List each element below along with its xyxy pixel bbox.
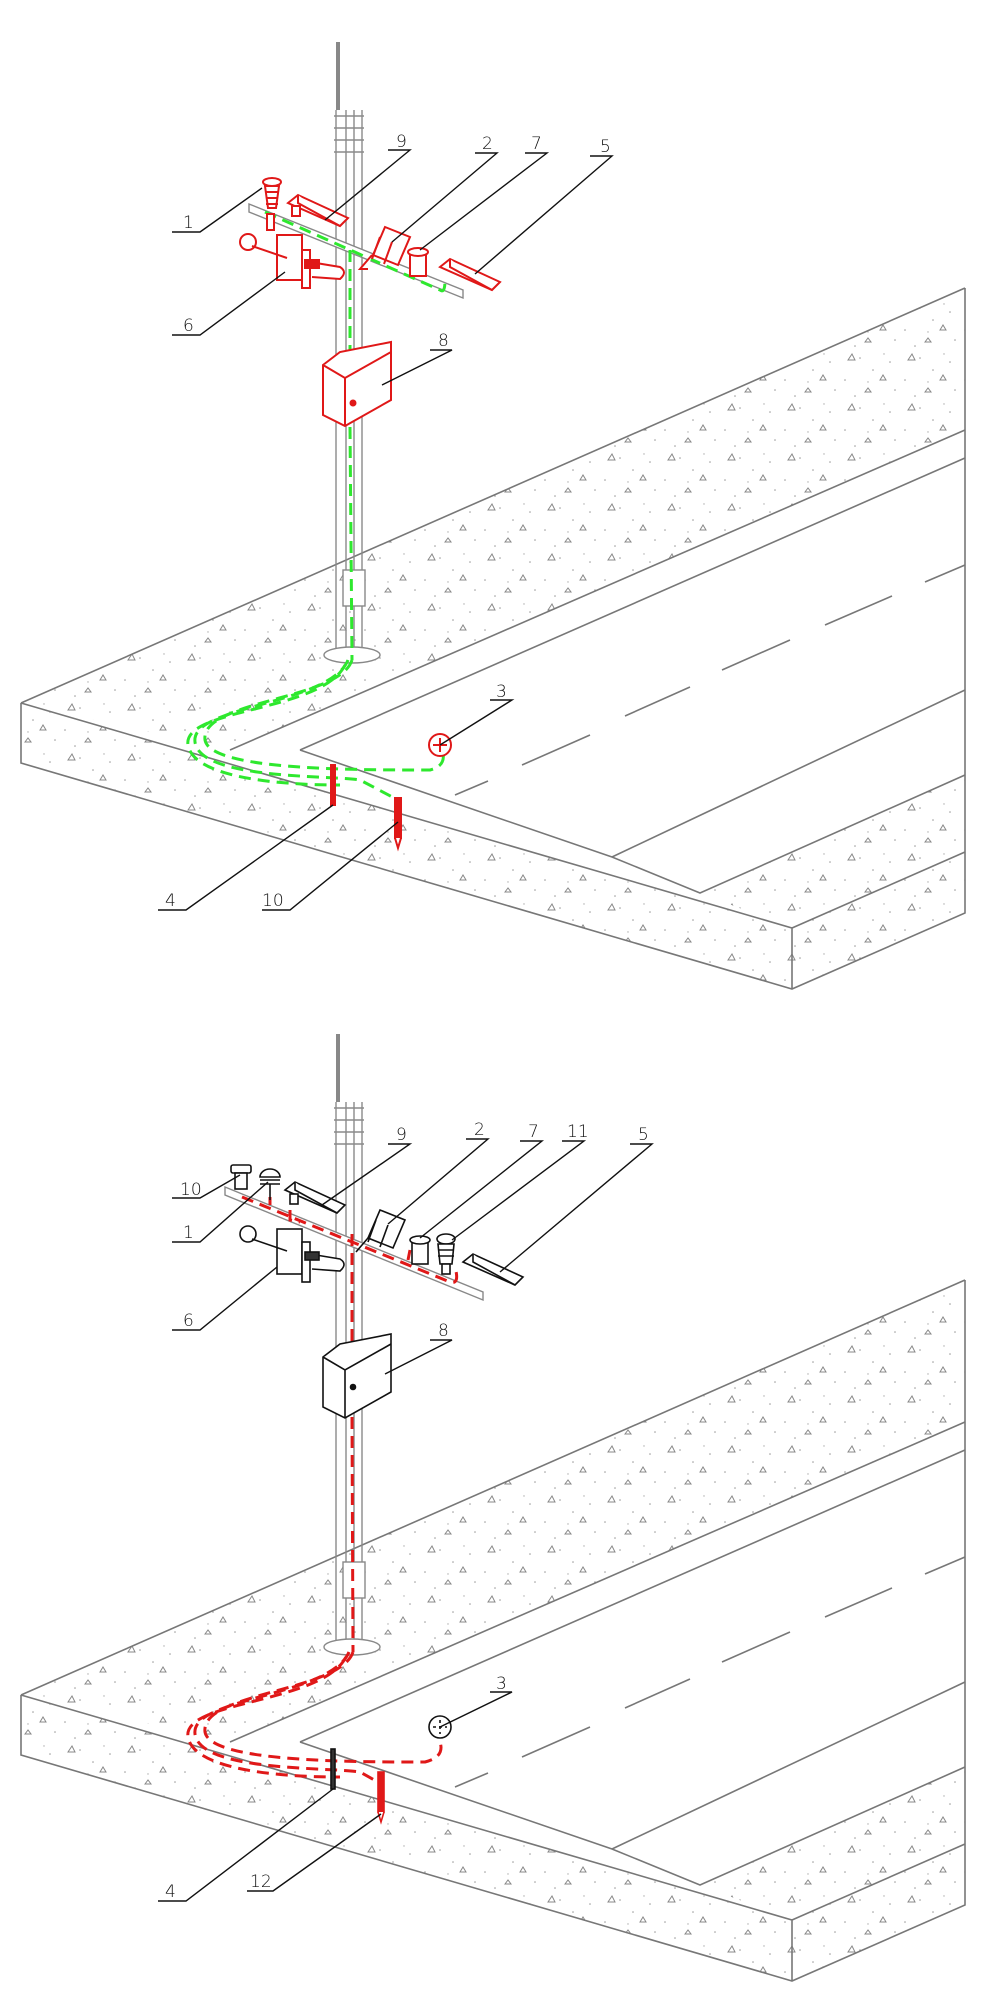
cabinet-8-icon <box>322 340 392 428</box>
sensor-1-icon <box>262 177 282 231</box>
cable-top <box>186 210 447 802</box>
sidewalk-surface <box>21 1280 965 1742</box>
sensor-11-icon <box>436 1233 456 1275</box>
label-5: 5 <box>600 137 611 157</box>
pole-hatch <box>342 569 366 607</box>
sensor-4-icon <box>330 1748 336 1790</box>
label-1: 1 <box>183 1223 194 1243</box>
station-6-icon <box>239 1225 345 1283</box>
label-10: 10 <box>262 891 284 911</box>
camera-5-icon <box>461 1253 525 1286</box>
label-8: 8 <box>438 1321 449 1341</box>
sensor-7-icon <box>409 1235 431 1265</box>
far-sidewalk-surface <box>700 775 965 928</box>
leaders-bottom <box>158 1138 654 1902</box>
label-12: 12 <box>250 1872 272 1892</box>
label-3: 3 <box>496 1674 507 1694</box>
figure-top: 1 9 2 7 5 6 8 3 4 10 <box>20 42 966 990</box>
label-2: 2 <box>474 1120 485 1140</box>
slab-side-face <box>792 852 965 989</box>
far-sidewalk-surface <box>700 1767 965 1920</box>
road-slab <box>20 1279 966 1982</box>
label-10: 10 <box>180 1180 202 1200</box>
label-6: 6 <box>183 316 194 336</box>
road-slab <box>20 287 966 990</box>
rod-10-icon <box>394 797 402 852</box>
station-6-icon <box>239 233 345 289</box>
camera-9-icon <box>286 193 350 228</box>
label-7: 7 <box>528 1122 539 1142</box>
sensor-1-icon <box>259 1168 281 1200</box>
sensor-7-icon <box>407 247 429 277</box>
leaders-top <box>158 149 614 911</box>
camera-9-icon <box>283 1181 347 1214</box>
camera-5-icon <box>438 257 502 292</box>
cabinet-8-icon <box>322 1333 392 1419</box>
sensor-10-icon <box>230 1164 252 1190</box>
cable-bottom <box>186 1195 459 1784</box>
sensor-4-icon <box>330 764 336 806</box>
label-4: 4 <box>165 1882 176 1902</box>
devices-top <box>239 177 502 852</box>
slab-side-face <box>792 1844 965 1981</box>
slab-front-face <box>21 1695 792 1981</box>
label-9: 9 <box>396 132 407 152</box>
label-3: 3 <box>496 682 507 702</box>
label-1: 1 <box>183 213 194 233</box>
label-6: 6 <box>183 1311 194 1331</box>
figure-bottom: 10 1 9 2 7 11 5 6 8 3 4 12 <box>20 1034 966 1982</box>
sidewalk-surface <box>21 288 965 750</box>
label-4: 4 <box>165 891 176 911</box>
slab-front-face <box>21 703 792 989</box>
label-9: 9 <box>396 1125 407 1145</box>
label-7: 7 <box>531 134 542 154</box>
label-11: 11 <box>567 1122 589 1142</box>
label-5: 5 <box>638 1125 649 1145</box>
label-2: 2 <box>482 134 493 154</box>
label-8: 8 <box>438 331 449 351</box>
